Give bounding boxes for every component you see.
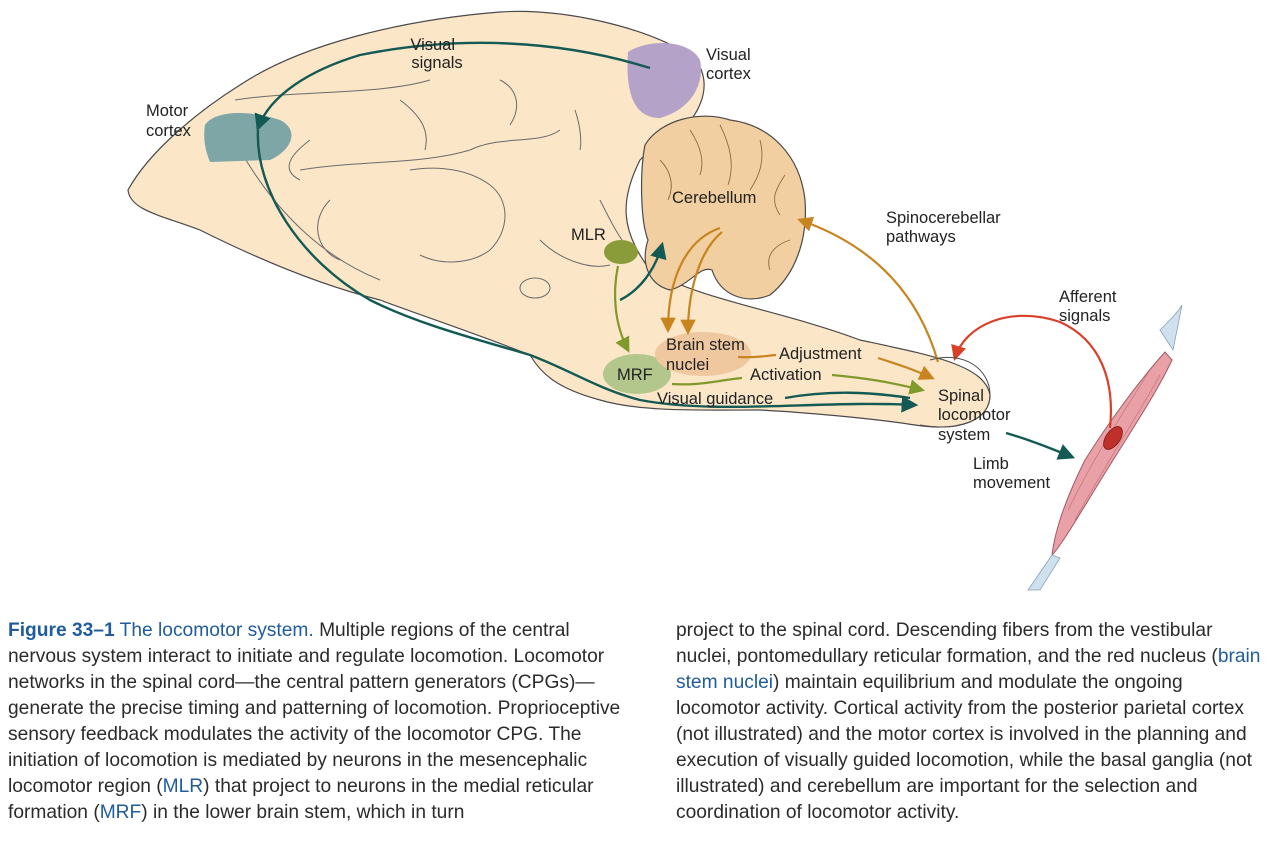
label-spinal-3: system [938, 426, 990, 444]
activation-path-2 [831, 373, 925, 395]
svg-text:Brain stem nuclei: Brain stem nuclei [666, 336, 749, 374]
label-activation: Activation [750, 366, 822, 384]
label-adjustment: Adjustment [779, 345, 862, 363]
svg-text:Afferent signals: Afferent signals [1059, 288, 1121, 325]
caption-mlr: MLR [162, 776, 204, 797]
activation-path [671, 376, 743, 386]
label-spinocerebellar-1: Spinocerebellar [886, 209, 1001, 227]
label-brain-stem-nuclei-2: nuclei [666, 356, 709, 374]
label-mrf: MRF [617, 366, 653, 384]
mlr-nucleus [604, 240, 638, 264]
mrf-nucleus [603, 354, 671, 394]
label-spinal-2: locomotor [938, 406, 1011, 424]
cerebellum-folia [659, 124, 791, 271]
cortical-folds [234, 79, 631, 281]
adjustment-path [737, 353, 777, 359]
caption-mrf: MRF [99, 802, 142, 823]
svg-text:Spinocerebellar pathways: Spinocerebellar pathways [886, 209, 1005, 246]
brain-stem-nuclei-region [655, 332, 751, 376]
svg-text:Limb movement: Limb movement [973, 455, 1050, 492]
visual-cortex-region [627, 42, 701, 118]
label-motor-cortex-2: cortex [146, 122, 192, 140]
label-spinocerebellar-2: pathways [886, 228, 956, 246]
svg-text:Visual signals: Visual signals [410, 36, 462, 72]
limb-muscle [1027, 304, 1183, 591]
cerebellum-to-brainstem-path-1 [660, 226, 721, 334]
muscle-spindle [1103, 426, 1123, 450]
caption-text: ) in the lower brain stem, which in turn [141, 802, 465, 823]
caption-text: ) that project to neurons in the medial … [8, 776, 594, 823]
caption-brain-stem-nuclei: brain stem nuclei [676, 646, 1261, 693]
caption-right-column: project to the spinal cord. Descending f… [676, 618, 1270, 826]
label-visual-cortex-1: Visual [706, 46, 751, 64]
label-afferent-1: Afferent [1059, 288, 1117, 306]
cerebellum-to-brainstem-path-2 [680, 231, 723, 336]
svg-text:Spinal locomotor syste: Spinal locomotor system [938, 387, 1015, 444]
adjustment-path-2 [877, 356, 935, 380]
mlr-to-mrf-path [613, 265, 630, 353]
cerebellum [640, 115, 807, 300]
label-limb-1: Limb [973, 455, 1009, 473]
brain-outline [127, 10, 991, 428]
locomotor-system-diagram: Visual signals Visual cortex Motor corte… [127, 10, 1183, 591]
caption-left-column: Figure 33–1 The locomotor system. Multip… [8, 618, 622, 826]
caption-text: project to the spinal cord. Descending f… [676, 620, 1218, 667]
label-visual-guidance: Visual guidance [657, 390, 773, 408]
svg-text:Motor cortex: Motor cortex [146, 102, 193, 140]
label-afferent-2: signals [1059, 307, 1110, 325]
caption-text: Multiple regions of the central nervous … [8, 620, 621, 797]
label-motor-cortex-1: Motor [146, 102, 189, 120]
label-visual-cortex-2: cortex [706, 65, 752, 83]
figure-number: Figure 33–1 [8, 620, 115, 641]
label-limb-2: movement [973, 474, 1050, 492]
motor-cortex-descending-path [256, 129, 919, 413]
label-mlr: MLR [571, 226, 606, 244]
spinal-locomotor-region [919, 356, 991, 428]
ventricle-oval [519, 277, 551, 299]
svg-text:Visual cortex: Visual cortex [706, 46, 755, 83]
caption-text: ) maintain equilibrium and modulate the … [676, 672, 1252, 823]
visual-guidance-path [784, 391, 911, 400]
afferent-signals-path [951, 314, 1112, 429]
limb-movement-path [1005, 431, 1076, 460]
label-spinal-1: Spinal [938, 387, 984, 405]
visual-signals-path [254, 41, 651, 132]
spinocerebellar-pathway [797, 216, 940, 363]
motor-cortex-region [204, 113, 292, 162]
figure-title: The locomotor system. [119, 620, 314, 641]
label-visual-signals-1: Visual [410, 36, 455, 54]
label-cerebellum: Cerebellum [672, 189, 756, 207]
mlr-to-cerebellum-path [619, 241, 667, 302]
label-brain-stem-nuclei-1: Brain stem [666, 336, 745, 354]
label-visual-signals-2: signals [411, 54, 462, 72]
